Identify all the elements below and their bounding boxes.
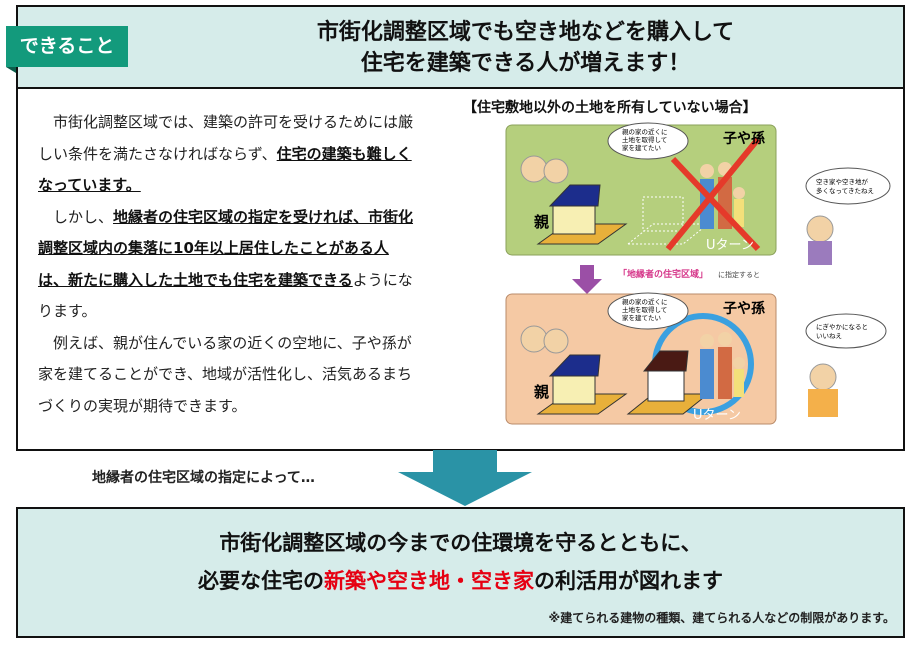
paragraph-3: 例えば、親が住んでいる家の近くの空地に、子や孫が家を建てることができ、地域が活性… xyxy=(38,333,412,415)
result-line-2c: の利活用が図れます xyxy=(534,569,723,593)
elder-after-text: にぎやかになるといいねえ xyxy=(816,322,868,340)
p1-text: 市街化調整区域では、建築の許可を受けるためには厳しい条件を満たさなければならず、 xyxy=(38,113,414,163)
down-arrow-purple-icon xyxy=(572,265,602,294)
parent-label: 親 xyxy=(534,213,549,231)
wish-text: 親の家の近くに土地を取得して家を建てたい xyxy=(622,127,668,152)
paragraph-2: しかし、地縁者の住宅区域の指定を受ければ、市街化調整区域内の集落に10年以上居住… xyxy=(38,202,418,328)
dekiru-koto-tag: できること xyxy=(6,26,128,67)
result-panel: 市街化調整区域の今までの住環境を守るとともに、 必要な住宅の新築や空き地・空き家… xyxy=(16,507,905,638)
wish-bubble xyxy=(607,122,689,160)
header-line-2: 住宅を建築できる人が増えます！ xyxy=(360,51,691,76)
elder-before-text: 空き家や空き地が多くなってきたねえ xyxy=(816,177,874,195)
p2-text: しかし、 xyxy=(53,207,114,226)
elder-before-bubble xyxy=(805,167,891,205)
elder-worried-figure xyxy=(806,215,834,265)
result-line-2: 必要な住宅の新築や空き地・空き家の利活用が図れます xyxy=(18,565,903,595)
by-designation-text: 地縁者の住宅区域の指定によって… xyxy=(92,470,315,486)
p1-emphasis: 住宅の建築も難しくなっています。 xyxy=(38,144,412,195)
designation-suffix: に指定すると xyxy=(718,270,760,279)
wish-bubble-after xyxy=(607,292,689,330)
parents-figure-after xyxy=(520,325,569,354)
result-line-2a: 必要な住宅の xyxy=(198,569,324,593)
p2-emphasis: 地縁者の住宅区域の指定を受ければ、市街化調整区域内の集落に10年以上居住したこと… xyxy=(38,207,414,289)
header-title: 市街化調整区域でも空き地などを購入して 住宅を建築できる人が増えます！ xyxy=(148,17,903,79)
new-house-icon xyxy=(626,350,710,415)
children-figure-after xyxy=(700,332,745,399)
parent-label-after: 親 xyxy=(534,383,549,401)
restriction-note: ※建てられる建物の種類、建てられる人などの制限があります。 xyxy=(548,611,895,625)
result-highlight: 新築や空き地・空き家 xyxy=(324,569,534,593)
parents-figure xyxy=(520,155,569,184)
children-label: 子や孫 xyxy=(723,130,765,147)
header-panel: 市街化調整区域でも空き地などを購入して 住宅を建築できる人が増えます！ xyxy=(16,5,905,88)
illustration: 親 親の家の近くに土地を取得して家を建てたい 子や孫 Uターン 空き家や空き地が… xyxy=(505,122,891,425)
case-title: 【住宅敷地以外の土地を所有していない場合】 xyxy=(463,100,757,116)
content-panel: 市街化調整区域では、建築の許可を受けるためには厳しい条件を満たさなければならず、… xyxy=(16,87,905,451)
paragraph-1: 市街化調整区域では、建築の許可を受けるためには厳しい条件を満たさなければならず、… xyxy=(38,107,418,202)
wish-text-after: 親の家の近くに土地を取得して家を建てたい xyxy=(622,297,668,322)
designation-label: 「地縁者の住宅区域」 xyxy=(618,268,708,280)
uturn-label-after: Uターン xyxy=(693,408,741,423)
header-line-1: 市街化調整区域でも空き地などを購入して xyxy=(316,20,735,45)
down-arrow-icon xyxy=(398,450,532,506)
elder-happy-figure xyxy=(808,363,838,417)
children-label-after: 子や孫 xyxy=(723,300,765,317)
children-figure xyxy=(700,162,745,229)
p2-tail: ようになります。 xyxy=(38,270,413,321)
body-text: 市街化調整区域では、建築の許可を受けるためには厳しい条件を満たさなければならず、… xyxy=(38,107,418,422)
parent-house-icon xyxy=(536,184,628,245)
result-line-1: 市街化調整区域の今までの住環境を守るとともに、 xyxy=(219,531,702,555)
tag-fold xyxy=(6,67,16,73)
uturn-label: Uターン xyxy=(706,238,754,253)
empty-lot-icon xyxy=(626,196,710,245)
cross-mark-icon xyxy=(665,137,761,252)
parent-house-after-icon xyxy=(536,354,628,415)
elder-after-bubble xyxy=(805,313,887,349)
